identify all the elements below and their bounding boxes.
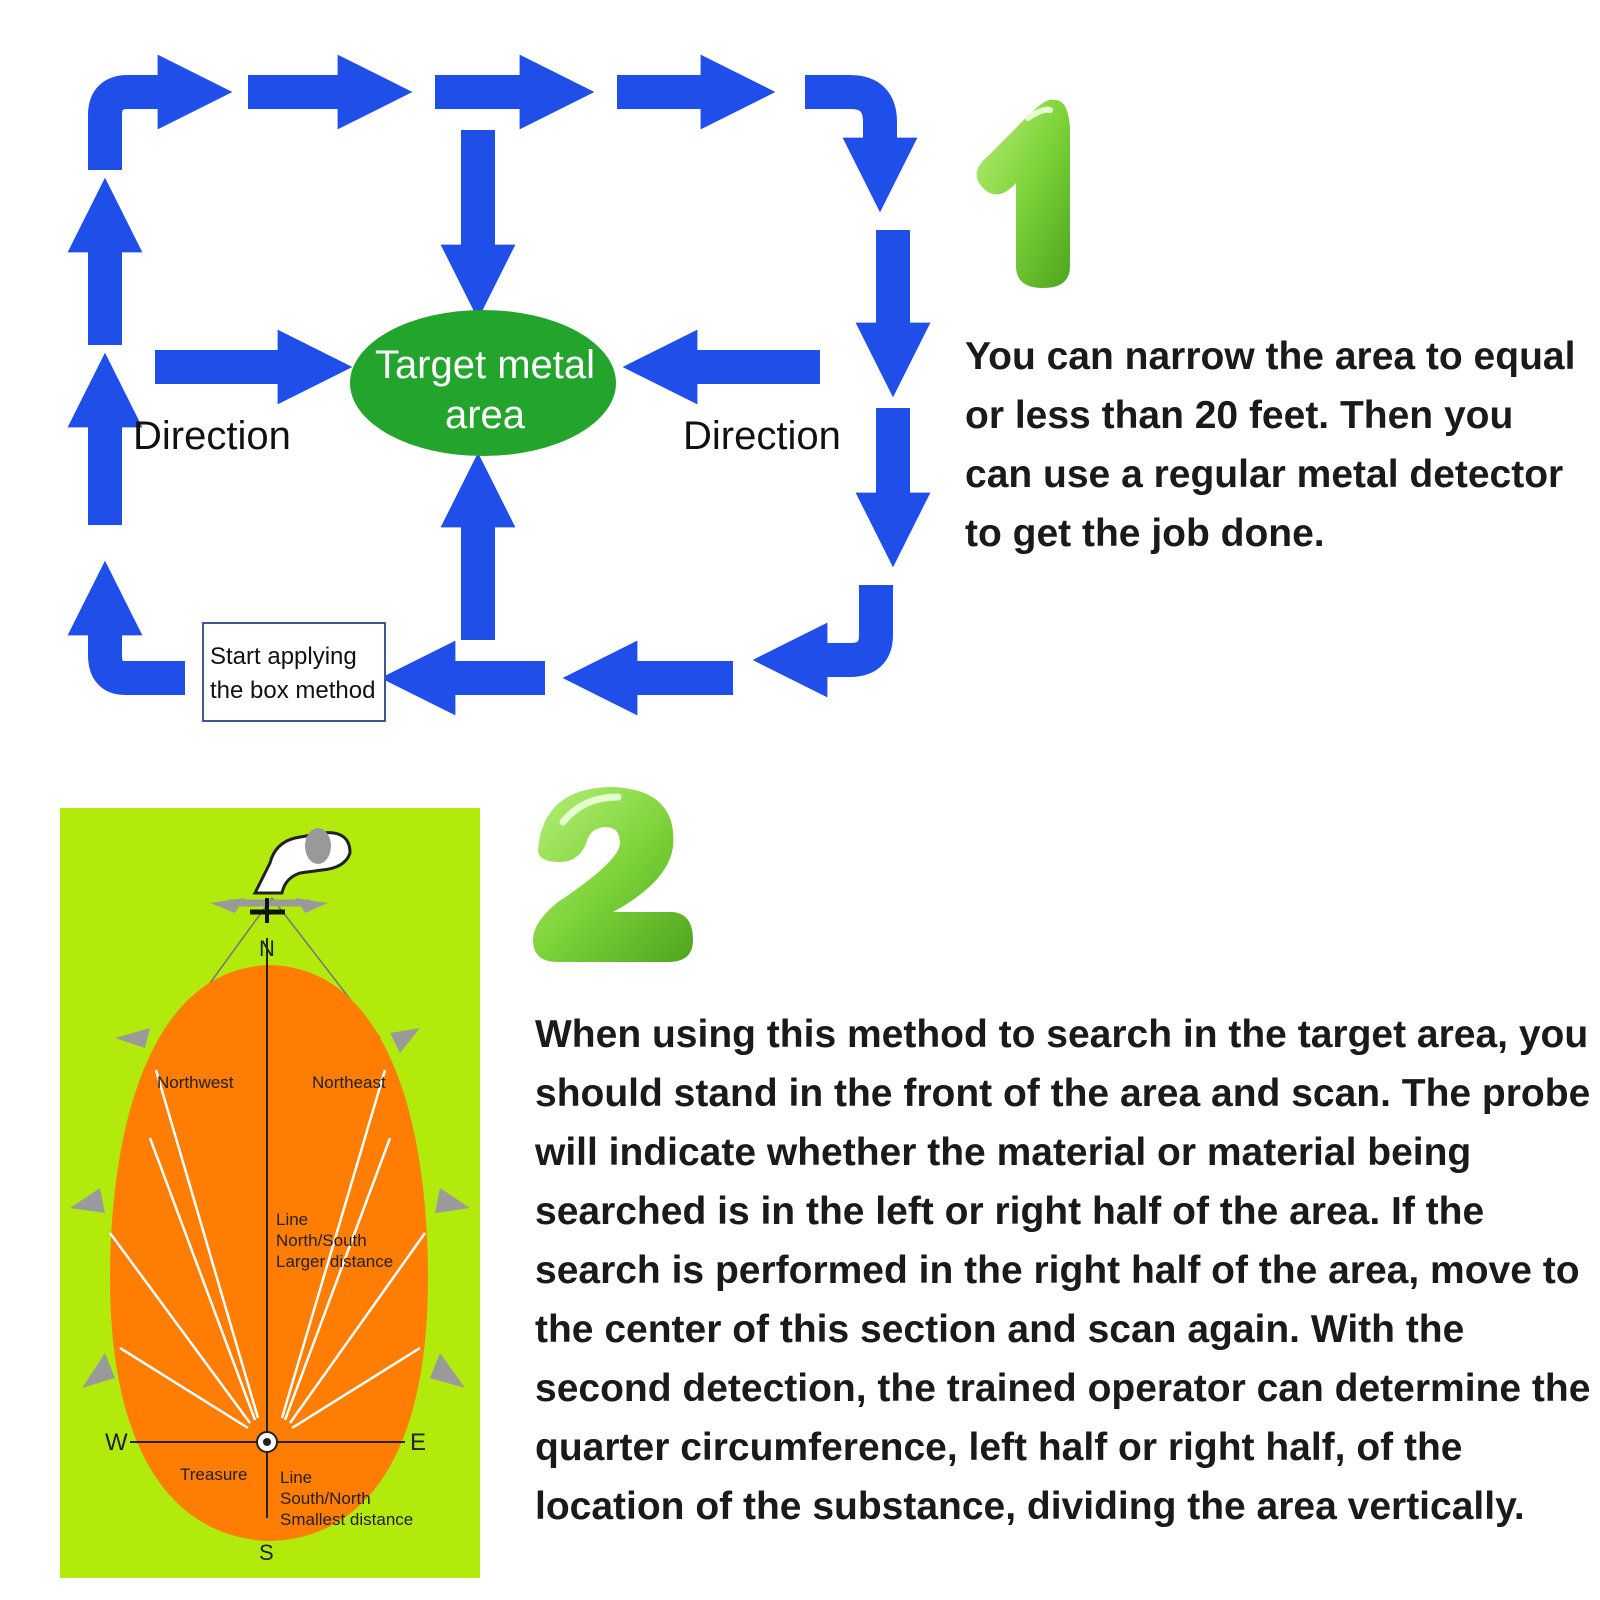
box-method-diagram (67, 54, 931, 716)
label-line-sn-2: South/North (280, 1489, 371, 1508)
corner-arrow-top-right (805, 75, 918, 213)
label-line-ns-2: North/South (276, 1231, 367, 1250)
label-line-ns-3: Larger distance (276, 1252, 393, 1271)
target-ellipse (350, 310, 616, 456)
compass-s: S (259, 1540, 274, 1565)
corner-arrow-top-left (88, 54, 233, 170)
corner-arrow-bottom-right (752, 585, 893, 698)
label-treasure: Treasure (180, 1465, 247, 1484)
description-2: When using this method to search in the … (535, 1013, 1591, 1528)
scan-arc-arrows (70, 898, 470, 1388)
start-box: Start applying the box method (202, 622, 386, 722)
start-box-line-2: the box method (210, 677, 376, 704)
corner-arrow-bottom-left (67, 560, 185, 695)
scan-method-diagram: N S W E Northwest Northeast Line North/S… (60, 808, 480, 1578)
label-line-ns-1: Line (276, 1210, 308, 1229)
label-northwest: Northwest (157, 1073, 234, 1092)
description-1: You can narrow the area to equal or less… (965, 335, 1576, 555)
label-northeast: Northeast (312, 1073, 386, 1092)
target-metal-area-label: Target metal area (374, 343, 596, 437)
label-line-sn-1: Line (280, 1468, 312, 1487)
direction-label-right: Direction (683, 414, 841, 458)
direction-label-left: Direction (133, 414, 291, 458)
label-line-sn-3: Smallest distance (280, 1510, 413, 1529)
step-number-1: 1 (976, 99, 1070, 288)
search-area-egg (110, 965, 428, 1541)
start-box-line-1: Start applying (210, 643, 357, 670)
step-number-2: 2 (533, 787, 693, 962)
compass-n: N (259, 936, 275, 961)
compass-w: W (105, 1429, 128, 1456)
compass-e: E (410, 1429, 426, 1456)
scan-rays (108, 1069, 427, 1430)
operator-figure (228, 828, 352, 923)
